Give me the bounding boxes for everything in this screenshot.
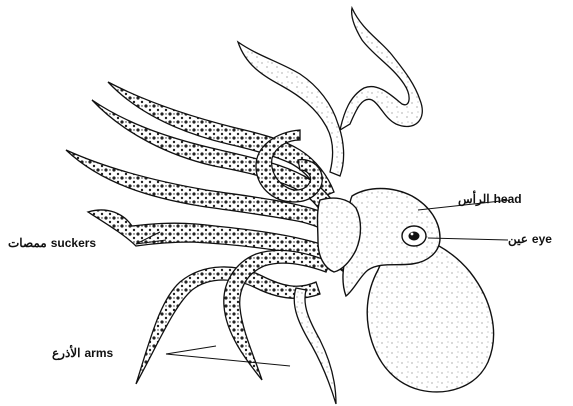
suckers-label-arabic: ممصات — [8, 236, 47, 250]
lower-arms — [136, 250, 336, 404]
eye-icon — [402, 226, 426, 246]
suckers-label-english: suckers — [51, 236, 96, 250]
head-label-arabic: الرأس — [458, 192, 490, 206]
head-label-english: head — [494, 192, 522, 206]
eye-label: عين eye — [508, 232, 552, 246]
octopus-body — [318, 189, 494, 392]
arms-label: الأذرع arms — [52, 346, 113, 360]
arm-bottom-tip — [294, 288, 336, 404]
eye-label-english: eye — [532, 232, 552, 246]
arm-lower-center — [224, 250, 330, 380]
arm-top-right — [340, 8, 422, 130]
suckers-label: ممصات suckers — [8, 236, 96, 250]
arms-label-english: arms — [84, 346, 113, 360]
head-label: الرأس head — [458, 192, 522, 206]
arms-leader-1 — [166, 346, 216, 354]
arms-label-arabic: الأذرع — [52, 346, 80, 360]
arms-leader-2 — [166, 354, 290, 366]
eye-label-arabic: عين — [508, 232, 528, 246]
